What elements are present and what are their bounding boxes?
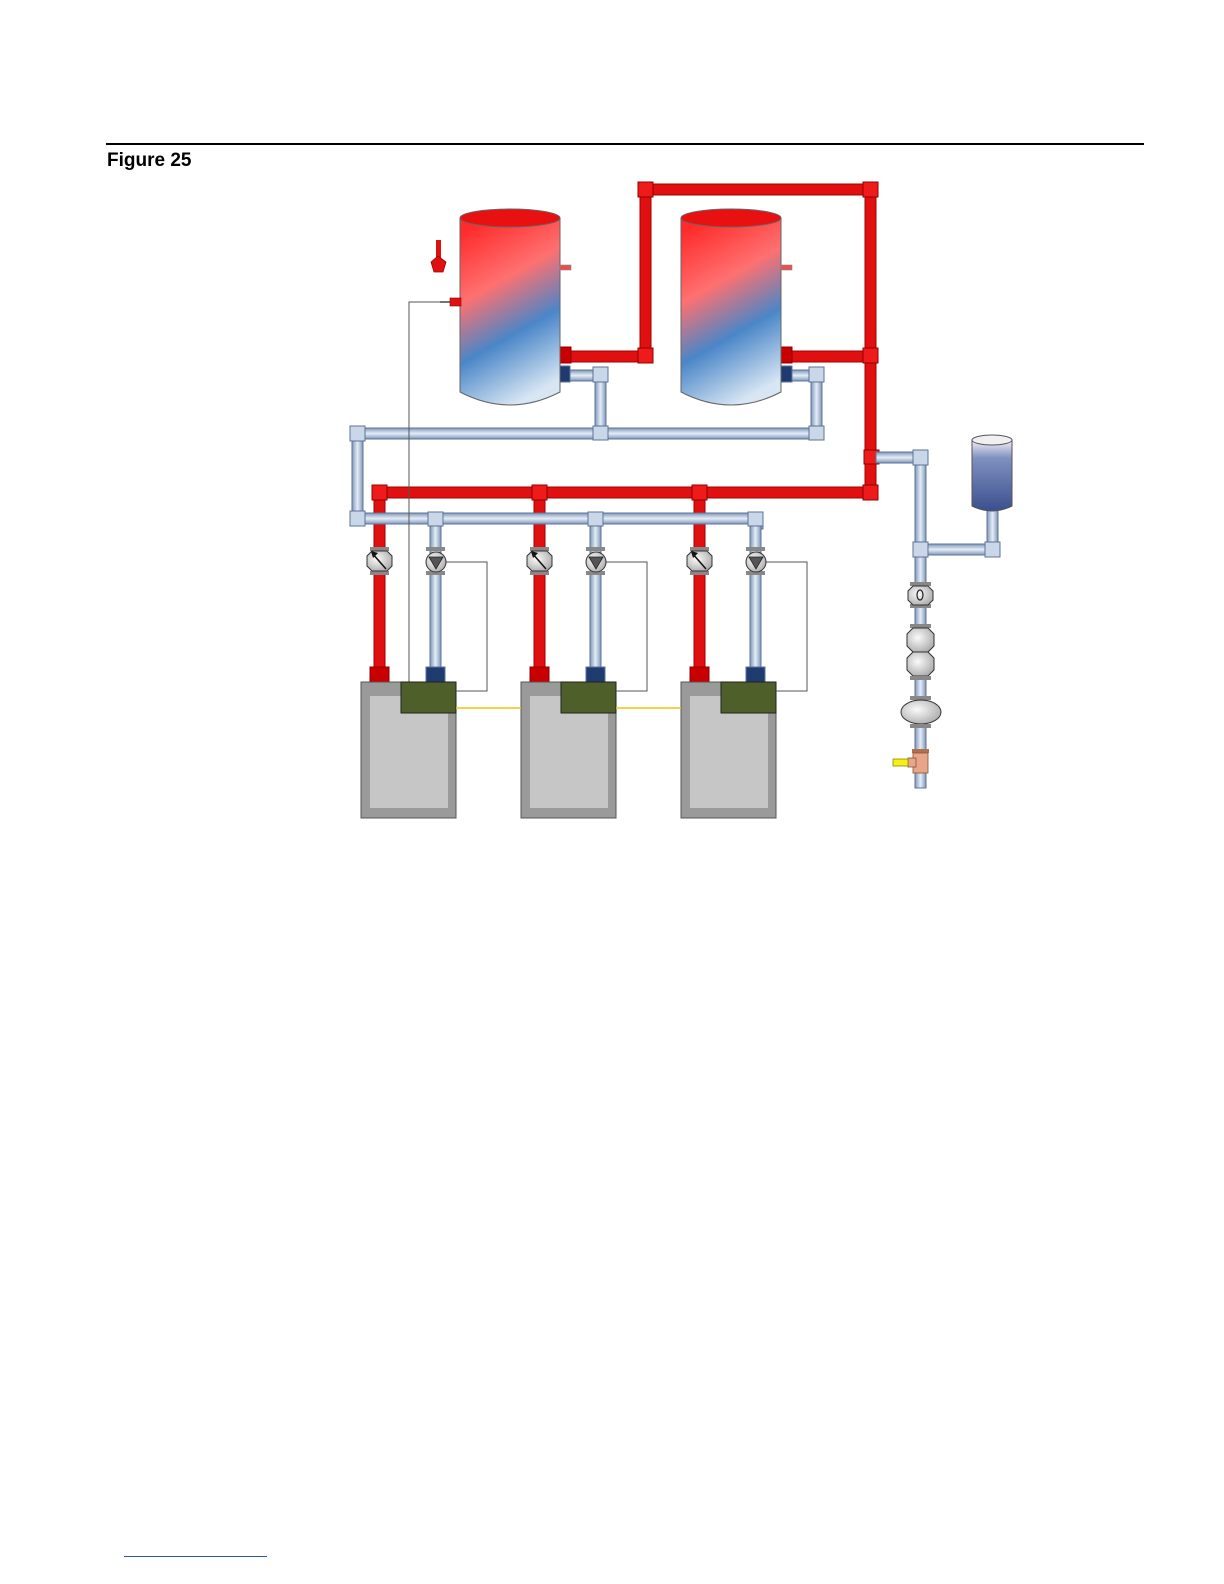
boiler-1: [361, 682, 456, 818]
relief-valve-icon: [431, 240, 446, 272]
fill-valve: [893, 749, 929, 773]
check-valve-2: [527, 547, 552, 575]
pressure-reducing-valve: [901, 696, 941, 728]
backflow-preventer: [907, 624, 934, 680]
storage-tank-2: [681, 209, 792, 405]
check-valve-3: [687, 547, 712, 575]
ball-valve: [908, 582, 933, 608]
boiler-3: [681, 682, 776, 818]
expansion-tank: [972, 435, 1012, 511]
check-valve-1: [367, 547, 392, 575]
footer-link-underline[interactable]: [124, 1556, 267, 1557]
storage-tank-1: [460, 209, 571, 405]
boiler-2: [521, 682, 616, 818]
